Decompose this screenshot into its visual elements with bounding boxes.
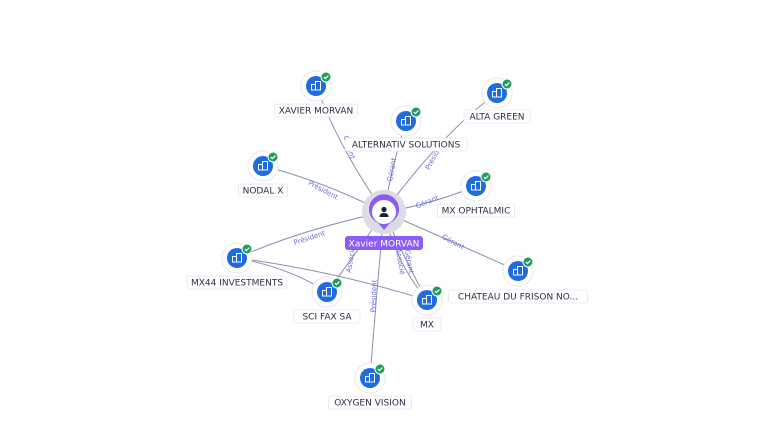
node-label: XAVIER MORVAN: [279, 107, 353, 117]
node-label-bg: [328, 395, 412, 410]
node-label: MX: [420, 321, 434, 331]
person-icon: [379, 206, 389, 217]
building-icon: [322, 287, 332, 297]
center-label-bg: [345, 236, 423, 250]
company-node-oxygen-vision[interactable]: OXYGEN VISION: [328, 362, 412, 410]
center-label: Xavier MORVAN: [349, 240, 420, 250]
company-node-alternativ-solutions[interactable]: ALTERNATIV SOLUTIONS: [344, 105, 468, 152]
company-node-mx[interactable]: MX: [411, 284, 443, 332]
company-node-nodal-x[interactable]: NODAL X: [237, 150, 288, 198]
node-label-bg: [448, 289, 588, 304]
building-icon: [365, 373, 375, 383]
edge-cross-0: [236, 257, 428, 301]
verified-check-icon: [480, 171, 492, 183]
node-label: CHATEAU DU FRISON NO...: [458, 293, 578, 303]
check-mark: [483, 175, 489, 180]
company-node-alta-green[interactable]: ALTA GREEN: [463, 77, 531, 124]
check-mark: [334, 281, 340, 286]
node-label-bg: [186, 275, 288, 290]
check-mark: [323, 75, 329, 80]
node-label: OXYGEN VISION: [334, 399, 405, 409]
verified-check-icon: [331, 277, 343, 289]
edge-label: Gérant: [415, 194, 441, 211]
edge-label: Associé: [345, 246, 357, 273]
verified-check-icon: [320, 71, 332, 83]
verified-check-icon: [410, 106, 422, 118]
verified-check-icon: [431, 285, 443, 297]
building-icon: [258, 161, 268, 171]
verified-check-icon: [522, 256, 534, 268]
node-label: MX OPHTALMIC: [442, 207, 511, 217]
node-label: NODAL X: [243, 187, 284, 197]
node-label-bg: [293, 309, 361, 324]
node-label-bg: [463, 109, 531, 124]
check-mark: [525, 260, 531, 265]
edge-label: Président: [307, 179, 340, 202]
building-icon: [492, 88, 502, 98]
building-icon: [471, 181, 481, 191]
company-node-chateau-du-frison[interactable]: CHATEAU DU FRISON NO...: [448, 255, 588, 304]
node-label-bg: [344, 137, 468, 152]
node-label: ALTA GREEN: [469, 113, 524, 123]
company-node-xavier-morvan[interactable]: XAVIER MORVAN: [274, 70, 358, 118]
company-node-mx-ophtalmic[interactable]: MX OPHTALMIC: [436, 170, 515, 218]
check-mark: [244, 247, 250, 252]
node-label: SCI FAX SA: [302, 313, 352, 323]
company-node-sci-fax-sa[interactable]: SCI FAX SA: [293, 276, 361, 324]
edge-label: Président: [369, 279, 378, 312]
center-node[interactable]: Xavier MORVAN: [345, 190, 423, 250]
check-mark: [504, 82, 510, 87]
building-icon: [401, 116, 411, 126]
check-mark: [434, 289, 440, 294]
company-node-mx44-investments[interactable]: MX44 INVESTMENTS: [186, 242, 288, 290]
check-mark: [270, 155, 276, 160]
building-icon: [422, 295, 432, 305]
edge-label: Gérant: [386, 157, 398, 182]
node-label-bg: [412, 317, 442, 332]
node-label: ALTERNATIV SOLUTIONS: [352, 141, 461, 151]
node-label-bg: [237, 183, 288, 198]
node-label-bg: [274, 103, 358, 118]
edge-label: Gérant: [440, 233, 465, 251]
nodes-layer: XAVIER MORVAN ALTERNATIV SOLUTIONS ALTA GR…: [186, 70, 588, 410]
verified-check-icon: [501, 78, 513, 90]
building-icon: [311, 81, 321, 91]
verified-check-icon: [241, 243, 253, 255]
check-mark: [377, 367, 383, 372]
node-label: MX44 INVESTMENTS: [191, 279, 283, 289]
building-icon: [513, 266, 523, 276]
verified-check-icon: [267, 151, 279, 163]
check-mark: [413, 110, 419, 115]
node-label-bg: [436, 203, 515, 218]
verified-check-icon: [374, 363, 386, 375]
building-icon: [232, 253, 242, 263]
edge-label: Président: [293, 229, 327, 247]
